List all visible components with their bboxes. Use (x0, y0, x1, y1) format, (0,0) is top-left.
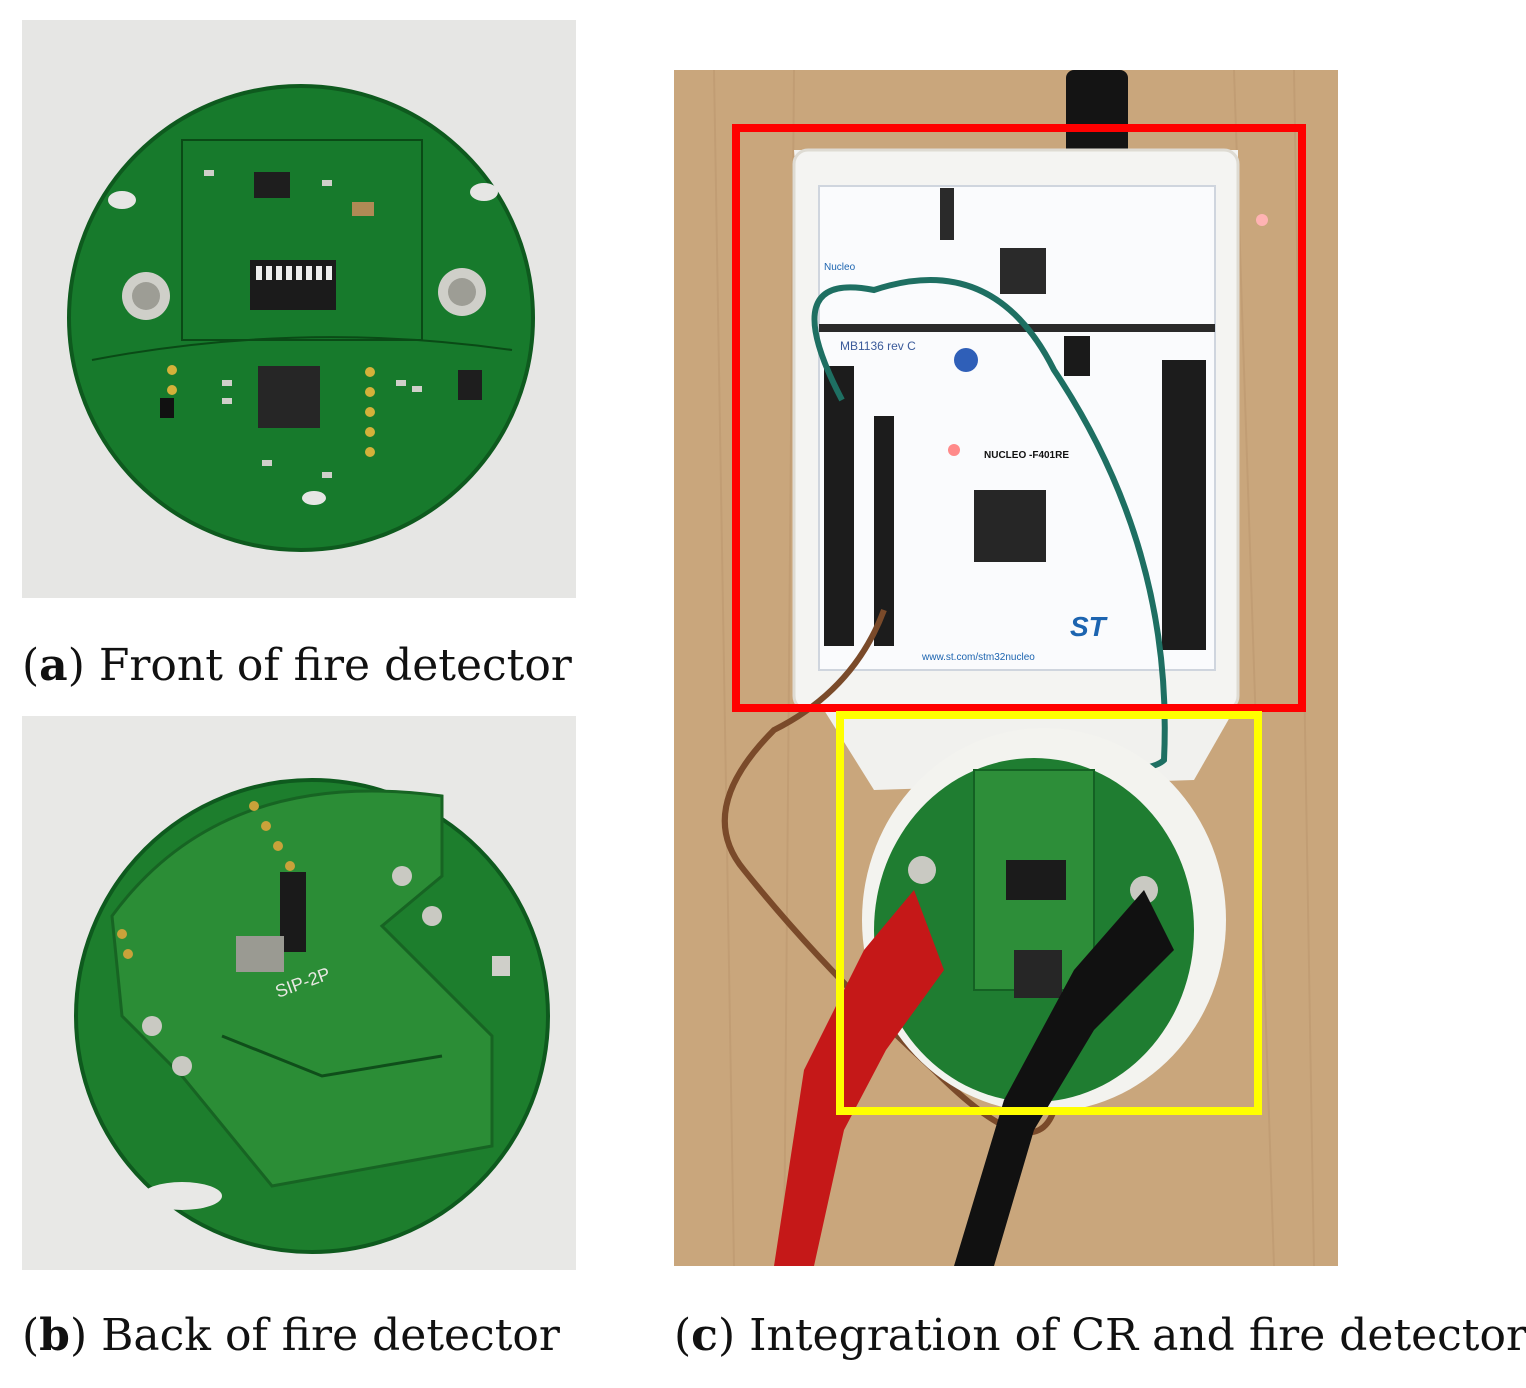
nucleo-tag: Nucleo (824, 262, 856, 273)
website-label: www.st.com/stm32nucleo (921, 652, 1035, 663)
panel-b-letter: b (39, 1310, 70, 1361)
panel-a-caption: (a) Front of fire detector (22, 640, 572, 691)
pcb-back-image: SIP-2P (22, 716, 576, 1270)
board-rev-label: MB1136 rev C (840, 339, 916, 353)
panel-c-photo: MB1136 rev C Nucleo NUCLEO -F401RE www.s… (674, 70, 1338, 1266)
st-logo: ST (1070, 611, 1109, 642)
nucleo-model-label: NUCLEO -F401RE (984, 450, 1069, 461)
panel-b-caption: (b) Back of fire detector (22, 1310, 560, 1361)
panel-c-caption-text: Integration of CR and fire detector (749, 1310, 1526, 1361)
panel-c-caption: (c) Integration of CR and fire detector (674, 1310, 1526, 1361)
panel-a-photo (22, 20, 576, 598)
pcb-front-image (22, 20, 576, 598)
panel-b-photo: SIP-2P (22, 716, 576, 1270)
panel-a-caption-text: Front of fire detector (98, 640, 572, 691)
panel-c-letter: c (691, 1310, 718, 1361)
panel-b-caption-text: Back of fire detector (101, 1310, 560, 1361)
panel-a-letter: a (39, 640, 68, 691)
integration-image: MB1136 rev C Nucleo NUCLEO -F401RE www.s… (674, 70, 1338, 1266)
